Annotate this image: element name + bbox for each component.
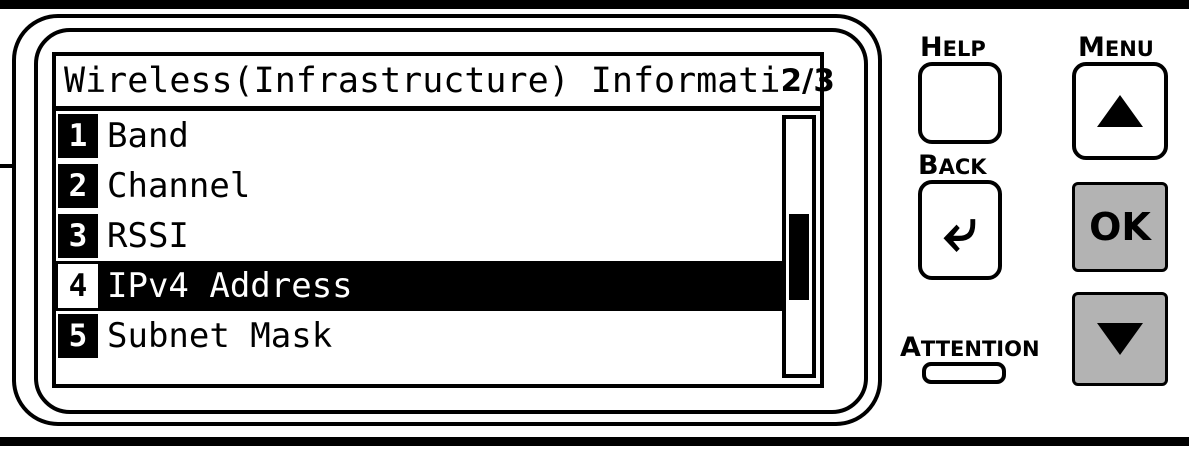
list-item[interactable]: 3 RSSI: [56, 211, 782, 261]
lcd-screen: Wireless(Infrastructure) Informati 2/3 1…: [52, 52, 835, 388]
list-item[interactable]: 1 Band: [56, 111, 782, 161]
triangle-up-icon: [1097, 95, 1143, 127]
ok-button[interactable]: OK: [1072, 182, 1168, 272]
back-button[interactable]: ⤷: [918, 180, 1002, 280]
page-indicator: 2/3: [780, 62, 835, 99]
lcd-title-text: Wireless(Infrastructure) Informati: [64, 60, 781, 101]
help-label-cap: H: [920, 32, 943, 63]
scrollbar-thumb[interactable]: [789, 214, 809, 300]
lcd-title-bar: Wireless(Infrastructure) Informati 2/3: [56, 56, 835, 111]
item-number-badge: 5: [58, 314, 98, 358]
triangle-down-icon: [1097, 323, 1143, 355]
list-item-label: Channel: [107, 166, 251, 206]
list-item-label: RSSI: [107, 216, 189, 256]
help-button[interactable]: [918, 62, 1002, 144]
list-item-label: Band: [107, 116, 189, 156]
hard-key-cluster: HELP BACK ⤷ ATTENTION MENU OK: [896, 0, 1189, 454]
bottom-rule: [0, 437, 1189, 446]
back-arrow-icon: ⤷: [943, 195, 977, 265]
help-label-rest: ELP: [942, 37, 986, 61]
list-item-selected[interactable]: 4 IPv4 Address: [56, 261, 782, 311]
item-number-badge: 1: [58, 114, 98, 158]
attention-indicator-label: ATTENTION: [900, 334, 1040, 361]
attention-label-rest: TTENTION: [920, 337, 1040, 361]
help-key-label: HELP: [920, 34, 986, 61]
ok-button-label: OK: [1089, 205, 1151, 249]
list-item[interactable]: 5 Subnet Mask: [56, 311, 782, 361]
back-label-rest: ACK: [938, 155, 987, 179]
menu-up-button[interactable]: [1072, 62, 1168, 160]
list-item[interactable]: 2 Channel: [56, 161, 782, 211]
lcd-body: 1 Band 2 Channel 3 RSSI 4 IPv4 Address 5…: [56, 111, 820, 382]
menu-label-cap: M: [1078, 32, 1105, 63]
menu-key-label: MENU: [1078, 34, 1154, 61]
top-rule: [0, 0, 1189, 9]
item-number-badge: 2: [58, 164, 98, 208]
back-key-label: BACK: [918, 152, 987, 179]
down-button[interactable]: [1072, 292, 1168, 386]
attention-led: [922, 362, 1006, 384]
scrollbar-track[interactable]: [782, 115, 816, 378]
menu-label-rest: ENU: [1104, 37, 1154, 61]
item-number-badge: 3: [58, 214, 98, 258]
item-number-badge: 4: [58, 264, 98, 308]
menu-list: 1 Band 2 Channel 3 RSSI 4 IPv4 Address 5…: [56, 111, 782, 382]
back-label-cap: B: [918, 150, 939, 181]
attention-label-cap: A: [900, 332, 921, 363]
list-item-label: Subnet Mask: [107, 316, 333, 356]
list-item-label: IPv4 Address: [107, 266, 353, 306]
